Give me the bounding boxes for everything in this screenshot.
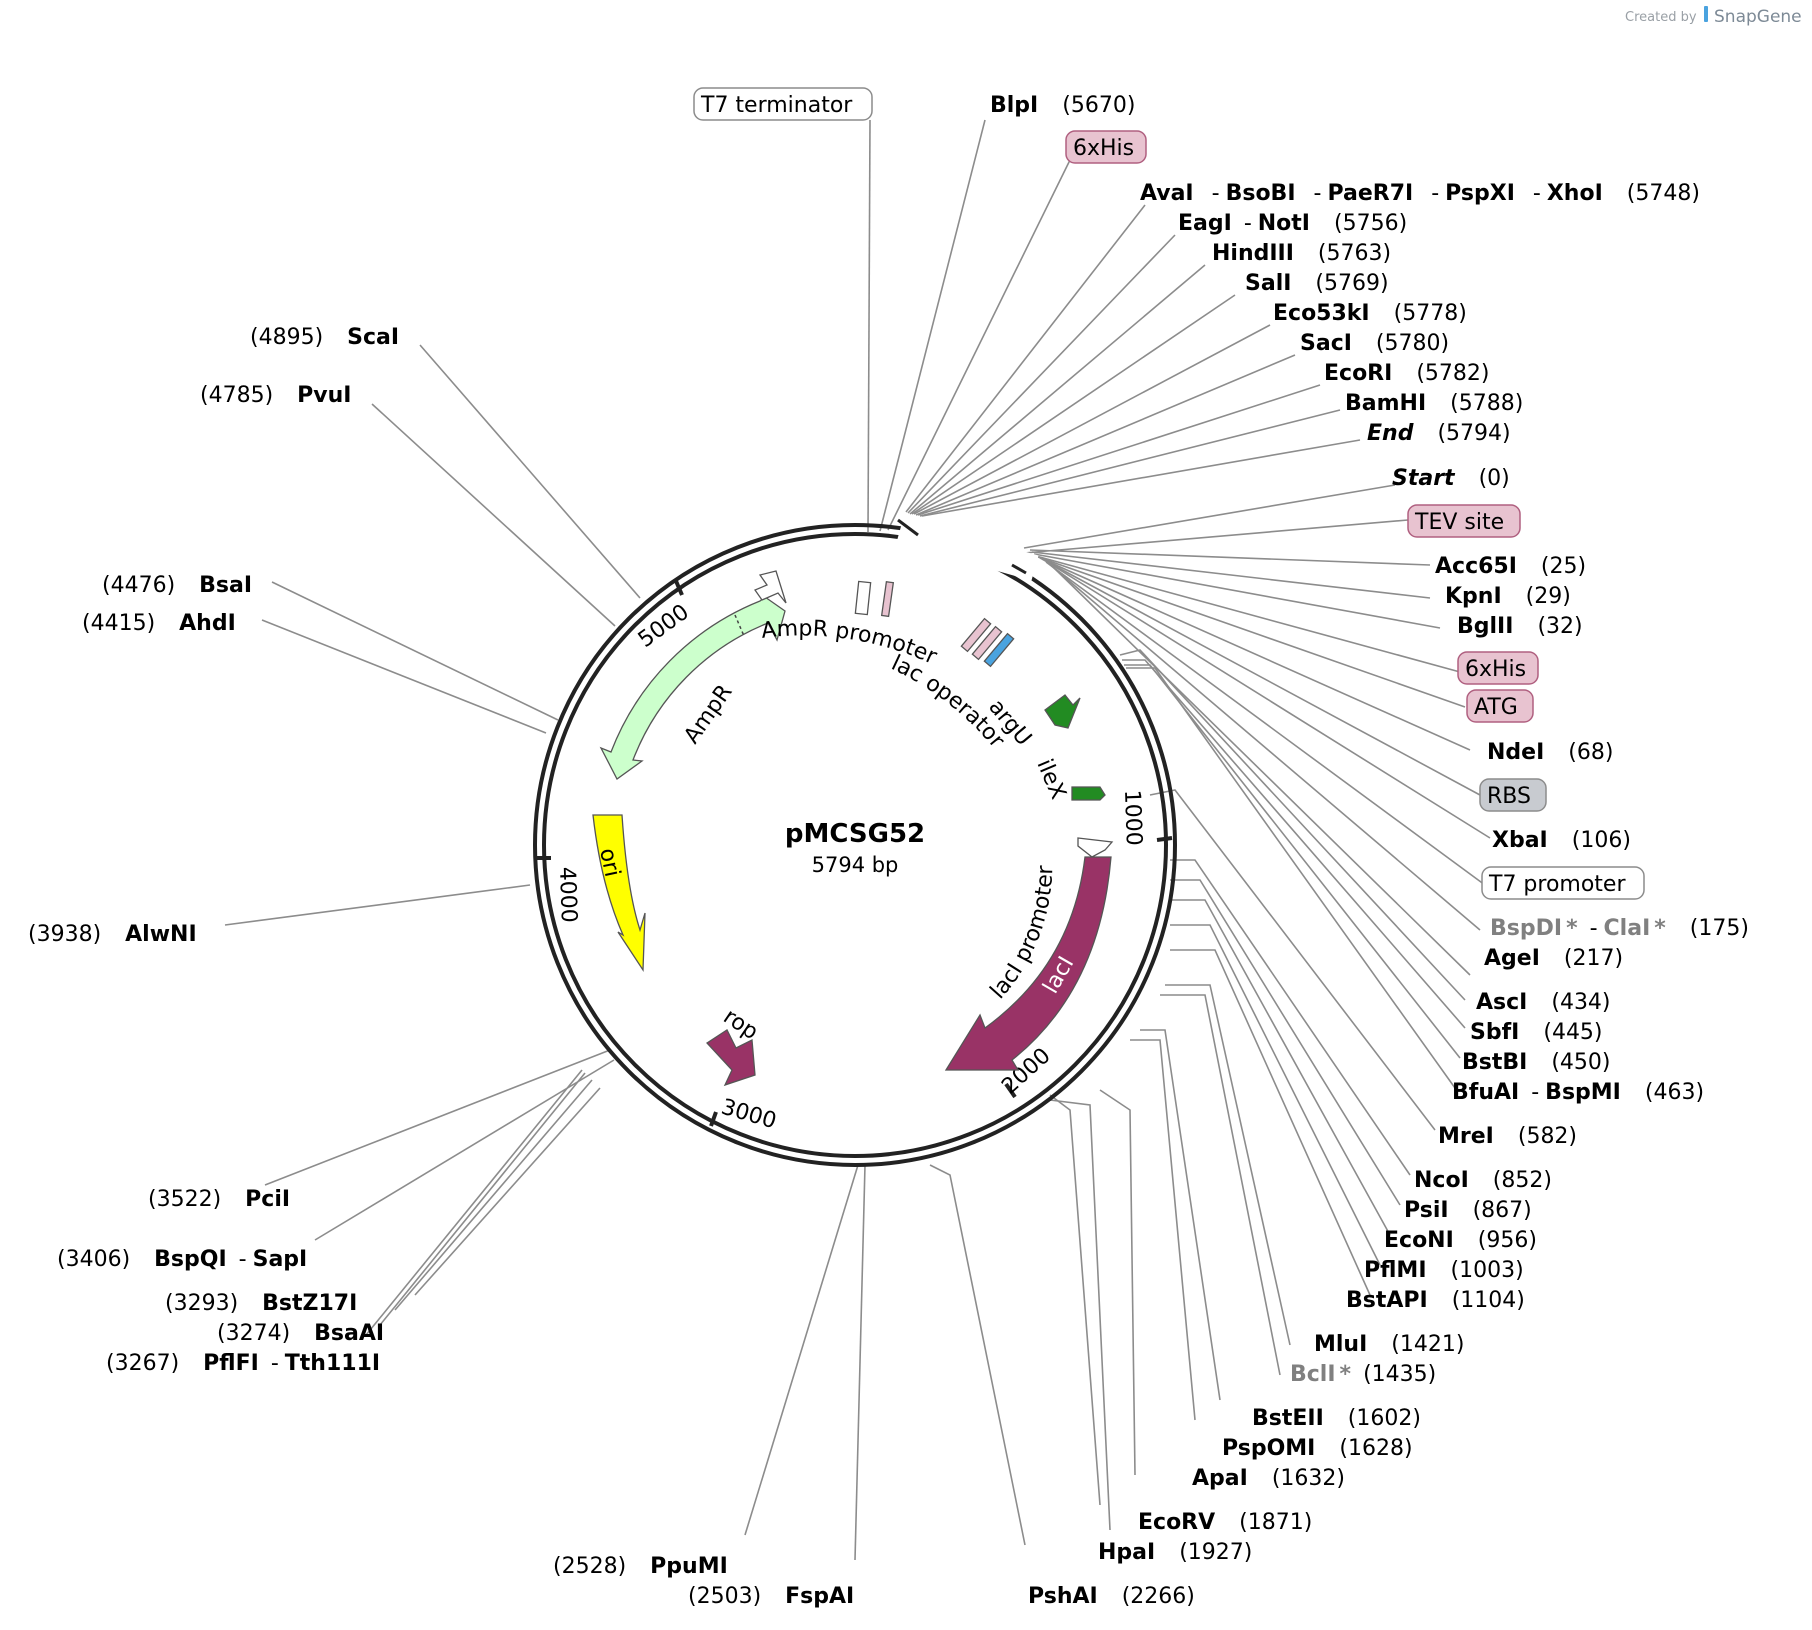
snapgene-credit: Created by SnapGene [1625,6,1802,27]
his6-label-b: 6xHis [1465,657,1526,682]
site-mrei: MreI(582) [1438,1124,1577,1149]
site-bstapi: BstAPI(1104) [1346,1288,1525,1313]
t7-terminator-mark [854,580,872,616]
site-xbai: XbaI(106) [1492,828,1631,853]
site-saci: SacI(5780) [1300,331,1449,356]
site-ecori: EcoRI(5782) [1324,361,1489,386]
site-start: Start(0) [1392,466,1510,491]
site-asci: AscI(434) [1476,990,1611,1015]
plasmid-size: 5794 bp [812,853,899,877]
site-end: End(5794) [1367,421,1511,446]
site-kpni: KpnI(29) [1445,584,1571,609]
site-bsai: (4476)BsaI [102,573,252,598]
site-pflmi: PflMI(1003) [1364,1258,1524,1283]
site-mlui: MluI(1421) [1314,1332,1464,1357]
site-bamhi: BamHI(5788) [1345,391,1523,416]
site-bsteii: BstEII(1602) [1252,1406,1421,1431]
atg-label: ATG [1474,695,1518,720]
site-eco53ki: Eco53kI(5778) [1273,301,1467,326]
site-bstbi: BstBI(450) [1462,1050,1611,1075]
credit-brand: SnapGene [1714,7,1802,27]
site-clai: BspDI*-ClaI*(175) [1490,916,1749,941]
site-pcii: (3522)PciI [148,1187,290,1212]
site-ahdi: (4415)AhdI [82,611,236,636]
ilex-arrow [1071,786,1106,801]
t7-promoter-label: T7 promoter [1488,872,1626,897]
credit-prefix: Created by [1625,10,1697,25]
argu-arrow [1044,694,1081,729]
plasmid-backbone [533,517,1177,1167]
site-bsaai: (3274)BsaAI [217,1321,384,1346]
site-bcli: BclI*(1435) [1290,1362,1436,1387]
site-agei: AgeI(217) [1484,946,1623,971]
site-econi: EcoNI(956) [1384,1228,1537,1253]
rbs-label: RBS [1487,784,1531,809]
site-ndei: NdeI(68) [1487,740,1613,765]
laci-promoter-arrow [1077,837,1114,858]
ampr-promoter-arrow [754,570,787,604]
site-sbfi: SbfI(445) [1470,1020,1603,1045]
site-pvui: (4785)PvuI [200,383,351,408]
his6-mark-b [971,625,1003,661]
site-tth111i: (3267)PflFI-Tth111I [106,1351,380,1376]
site-bglii: BglII(32) [1457,614,1583,639]
site-scai: (4895)ScaI [250,325,399,350]
site-noti: EagI-NotI(5756) [1178,211,1407,236]
tick-1000: 1000 [1119,789,1146,846]
site-ncoi: NcoI(852) [1414,1168,1552,1193]
ampr-label: AmpR [679,680,737,748]
his6-mark-a [880,581,895,618]
boxed-labels: T7 terminator 6xHis TEV site 6xHis ATG R… [693,87,1645,900]
site-pshai: PshAI(2266) [1028,1584,1195,1609]
rop-arrow [705,1029,756,1087]
ilex-label: ileX [1031,756,1070,803]
leader-lines [224,119,1491,1561]
t7-terminator-label: T7 terminator [700,93,853,118]
site-pspomi: PspOMI(1628) [1222,1436,1413,1461]
site-bstz17i: (3293)BstZ17I [165,1291,357,1316]
site-hpai: HpaI(1927) [1098,1540,1252,1565]
site-fspai: (2503)FspAI [688,1584,854,1609]
site-hindiii: HindIII(5763) [1212,241,1391,266]
site-labels: BlpI(5670) AvaI-BsoBI-PaeR7I-PspXI-XhoI(… [28,93,1749,1609]
snapgene-logo-icon [1704,6,1708,22]
ampr-arrow [599,596,786,780]
site-sali: SalI(5769) [1245,271,1389,296]
site-ppumi: (2528)PpuMI [553,1554,728,1579]
ori-label: ori [594,846,624,879]
site-psii: PsiI(867) [1404,1198,1532,1223]
plasmid-name: pMCSG52 [785,819,925,849]
site-sapi: (3406)BspQI-SapI [57,1247,307,1272]
ori-arrow [592,814,646,973]
site-alwni: (3938)AlwNI [28,922,197,947]
his6-label-a: 6xHis [1073,136,1134,161]
site-bfuai: BfuAI-BspMI(463) [1452,1080,1704,1105]
site-blpi: BlpI(5670) [990,93,1135,118]
site-apai: ApaI(1632) [1192,1466,1345,1491]
lac-operator-mark [983,632,1015,668]
tick-4000: 4000 [554,866,581,923]
site-ecorv: EcoRV(1871) [1138,1510,1312,1535]
tev-mark [960,617,992,653]
laci-arrow [944,856,1112,1071]
site-xhoi: AvaI-BsoBI-PaeR7I-PspXI-XhoI(5748) [1140,181,1700,206]
tev-site-label: TEV site [1414,510,1504,535]
site-acc65i: Acc65I(25) [1435,554,1586,579]
